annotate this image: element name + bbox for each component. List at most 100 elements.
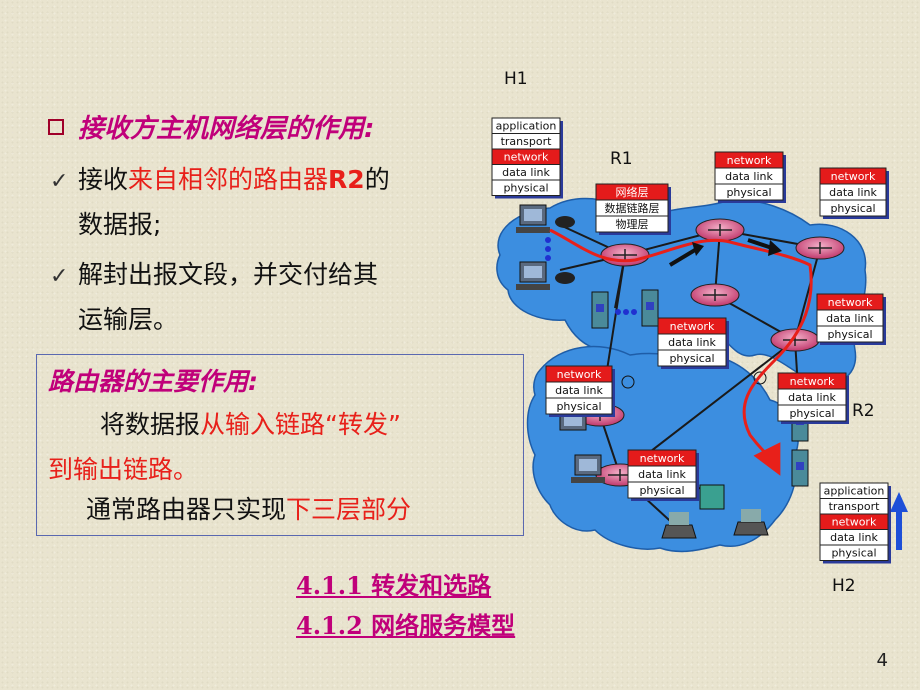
computer-icon (571, 454, 605, 483)
check-icon: ✓ (50, 169, 69, 194)
stack-layer-label: data link (830, 531, 878, 544)
stack-layer-label: transport (501, 135, 553, 148)
stack-router-left: network data link physical (545, 365, 615, 417)
stack-layer-label: data link (555, 384, 603, 397)
network-diagram: H1 R1 R2 H2 application transport network d… (491, 69, 908, 596)
stack-layer-label: data link (502, 166, 550, 179)
stack-layer-box (816, 325, 884, 343)
stack-layer-label: network (670, 320, 715, 333)
stack-layer-label: network (557, 368, 602, 381)
square-bullet-icon (48, 119, 64, 135)
bullet-2-text: 解封出报文段，并交付给其 (78, 260, 379, 289)
line-1-red: 从输入链路“转发” (200, 410, 401, 439)
stack-layer-label: 物理层 (616, 217, 649, 231)
bullet-1-red-bold: R2 (328, 165, 365, 194)
server-icon (641, 289, 659, 327)
stack-layer-label: network (727, 154, 772, 167)
label-h1: H1 (504, 69, 528, 89)
stack-layer-label: network (790, 375, 835, 388)
router-icon (770, 328, 820, 352)
host-icons (516, 204, 809, 539)
stack-layer-label: data link (826, 312, 874, 325)
link-4-1-1[interactable]: 4.1.1 转发和选路 (296, 571, 492, 600)
bullet-2-line-2: 运输层。 (78, 305, 179, 334)
stack-layer-label: network (828, 296, 873, 309)
bullet-1-red: 来自相邻的路由器 (128, 165, 329, 194)
stack-layer-label: application (824, 485, 885, 498)
stack-layer-label: application (496, 120, 557, 133)
section-heading: 接收方主机网络层的作用: (48, 108, 374, 145)
label-h2: H2 (832, 576, 856, 596)
stack-layer-label: 网络层 (616, 185, 649, 199)
check-icon: ✓ (50, 264, 69, 289)
stack-layer-label: physical (831, 547, 876, 560)
stack-layer-box (595, 215, 669, 233)
stack-layer-box (714, 183, 784, 201)
telephone-icon (555, 272, 575, 284)
link-4-1-2[interactable]: 4.1.2 网络服务模型 (296, 611, 516, 640)
bullet-2-line-1: ✓ 解封出报文段，并交付给其 (50, 255, 378, 291)
bullet-1-line-2: 数据报; (78, 210, 162, 239)
stack-router-top: network data link physical (714, 151, 786, 203)
stack-layer-label: physical (827, 328, 872, 341)
laptop-icon (661, 512, 697, 539)
stack-layer-box (545, 397, 613, 415)
stack-layer-box (777, 404, 847, 422)
bullet-1-line-1: ✓ 接收来自相邻的路由器R2的 (50, 160, 390, 196)
router-icon (795, 236, 845, 260)
router-role-line-3: 通常路由器只实现下三层部分 (86, 490, 411, 526)
stack-layer-label: network (832, 516, 877, 529)
up-arrow-icon (890, 492, 908, 550)
stack-router-mid-right: network data link physical (816, 293, 886, 345)
stack-layer-label: physical (669, 352, 714, 365)
stack-layer-label: data link (638, 468, 686, 481)
stack-layer-box (819, 544, 889, 561)
stack-layer-label: data link (668, 336, 716, 349)
stack-h1: application transport network data link phys… (491, 117, 563, 199)
router-role-box (36, 354, 524, 536)
stack-layer-label: physical (503, 182, 548, 195)
stack-layer-label: physical (556, 400, 601, 413)
stack-layer-label: data link (788, 391, 836, 404)
telephone-icon (555, 216, 575, 228)
stack-layer-label: physical (789, 407, 834, 420)
heading-text: 接收方主机网络层的作用: (78, 114, 375, 144)
bullet-1-pre: 接收 (78, 165, 129, 194)
label-r2: R2 (852, 401, 875, 421)
stack-layer-label: network (640, 452, 685, 465)
stack-layer-label: physical (726, 186, 771, 199)
computer-icon (516, 204, 550, 233)
computer-icon (516, 261, 550, 290)
forward-arrows (668, 238, 782, 267)
bullet-1-post: 的 (364, 165, 390, 194)
line-3-red: 下三层部分 (286, 495, 412, 524)
router-role-line-1: 将数据报从输入链路“转发” (100, 405, 401, 441)
stack-layer-box (627, 481, 697, 499)
stack-layer-label: transport (829, 500, 881, 513)
stack-layer-label: 数据链路层 (605, 201, 660, 215)
router-icon (600, 243, 650, 267)
stack-router-bottom: network data link physical (627, 449, 699, 501)
stack-layer-label: data link (725, 170, 773, 183)
stack-layer-box (657, 349, 727, 367)
router-role-title: 路由器的主要作用: (48, 367, 258, 396)
stack-layer-label: physical (639, 484, 684, 497)
server-icon (591, 291, 609, 329)
satellite-dish-icon (621, 371, 767, 389)
stack-layer-label: network (504, 151, 549, 164)
stack-r2: network data link physical (777, 372, 849, 424)
server-icon (791, 449, 809, 487)
stack-layer-label: data link (829, 186, 877, 199)
stack-router-mid: network data link physical (657, 317, 729, 369)
router-icon (690, 283, 740, 307)
laptop-icon (733, 509, 769, 536)
page-number: 4 (876, 650, 888, 671)
protocol-stacks: application transport network data link phys… (491, 117, 891, 564)
line-3-pre: 通常路由器只实现 (86, 495, 287, 524)
router-role-line-2: 到输出链路。 (48, 455, 199, 484)
stack-layer-label: network (831, 170, 876, 183)
label-r1: R1 (610, 149, 633, 169)
stack-h2: application transport network data link phys… (819, 482, 891, 564)
